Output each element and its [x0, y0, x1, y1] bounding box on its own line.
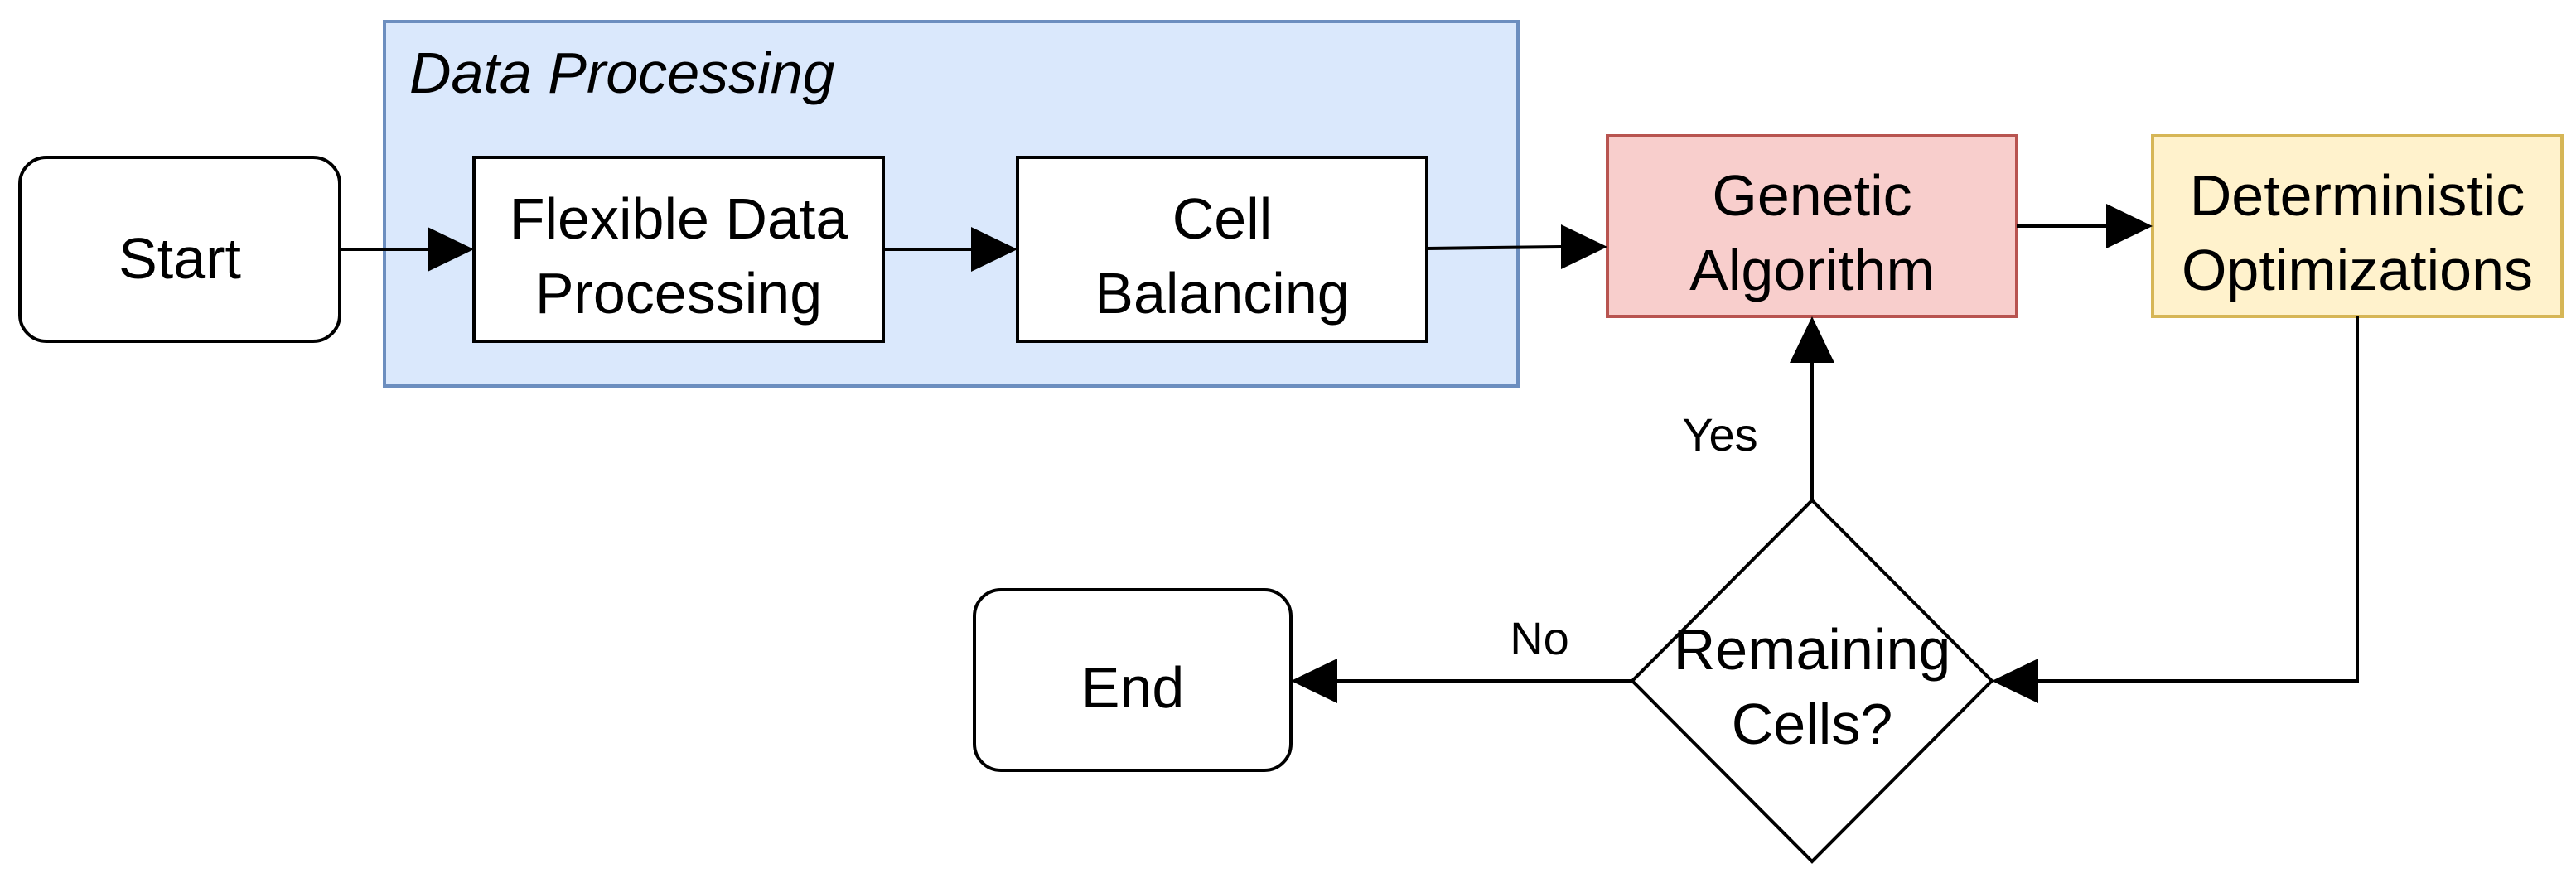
arrowhead-start-to-flexible [428, 227, 474, 272]
deterministic-optimizations-label-line1: Deterministic [2190, 163, 2525, 228]
flexible-data-processing-label-line1: Flexible Data [510, 186, 848, 251]
remaining-cells-label-line1: Remaining [1674, 617, 1951, 682]
start-node-label: Start [118, 226, 241, 291]
end-node[interactable] [973, 588, 1293, 772]
arrowhead-flexible-to-balancing [971, 227, 1017, 272]
edge-deterministic-to-decision [2038, 316, 2359, 683]
cell-balancing-node[interactable] [1016, 156, 1428, 343]
genetic-algorithm-label-line1: Genetic [1712, 163, 1911, 228]
remaining-cells-label-line2: Cells? [1732, 692, 1893, 756]
cell-balancing-label-line1: Cell [1172, 186, 1273, 251]
yes-edge-label: Yes [1682, 408, 1757, 461]
deterministic-optimizations-label-line2: Optimizations [2182, 238, 2533, 302]
genetic-algorithm-label-line2: Algorithm [1689, 238, 1935, 302]
flexible-data-processing-label-line2: Processing [535, 261, 822, 326]
flexible-data-processing-node[interactable] [472, 156, 885, 343]
data-processing-group-label: Data Processing [409, 41, 835, 105]
arrowhead-decision-to-genetic [1790, 316, 1834, 363]
end-node-label: End [1081, 655, 1185, 720]
cell-balancing-label-line2: Balancing [1095, 261, 1349, 326]
arrowhead-balancing-to-genetic [1561, 224, 1607, 269]
edge-balancing-to-genetic [1426, 245, 1562, 250]
arrowhead-decision-to-end [1291, 658, 1337, 703]
arrowhead-genetic-to-deterministic [2106, 204, 2153, 248]
remaining-cells-decision[interactable] [1630, 498, 1994, 864]
arrowhead-deterministic-to-decision [1992, 658, 2038, 703]
no-edge-label: No [1510, 612, 1569, 664]
